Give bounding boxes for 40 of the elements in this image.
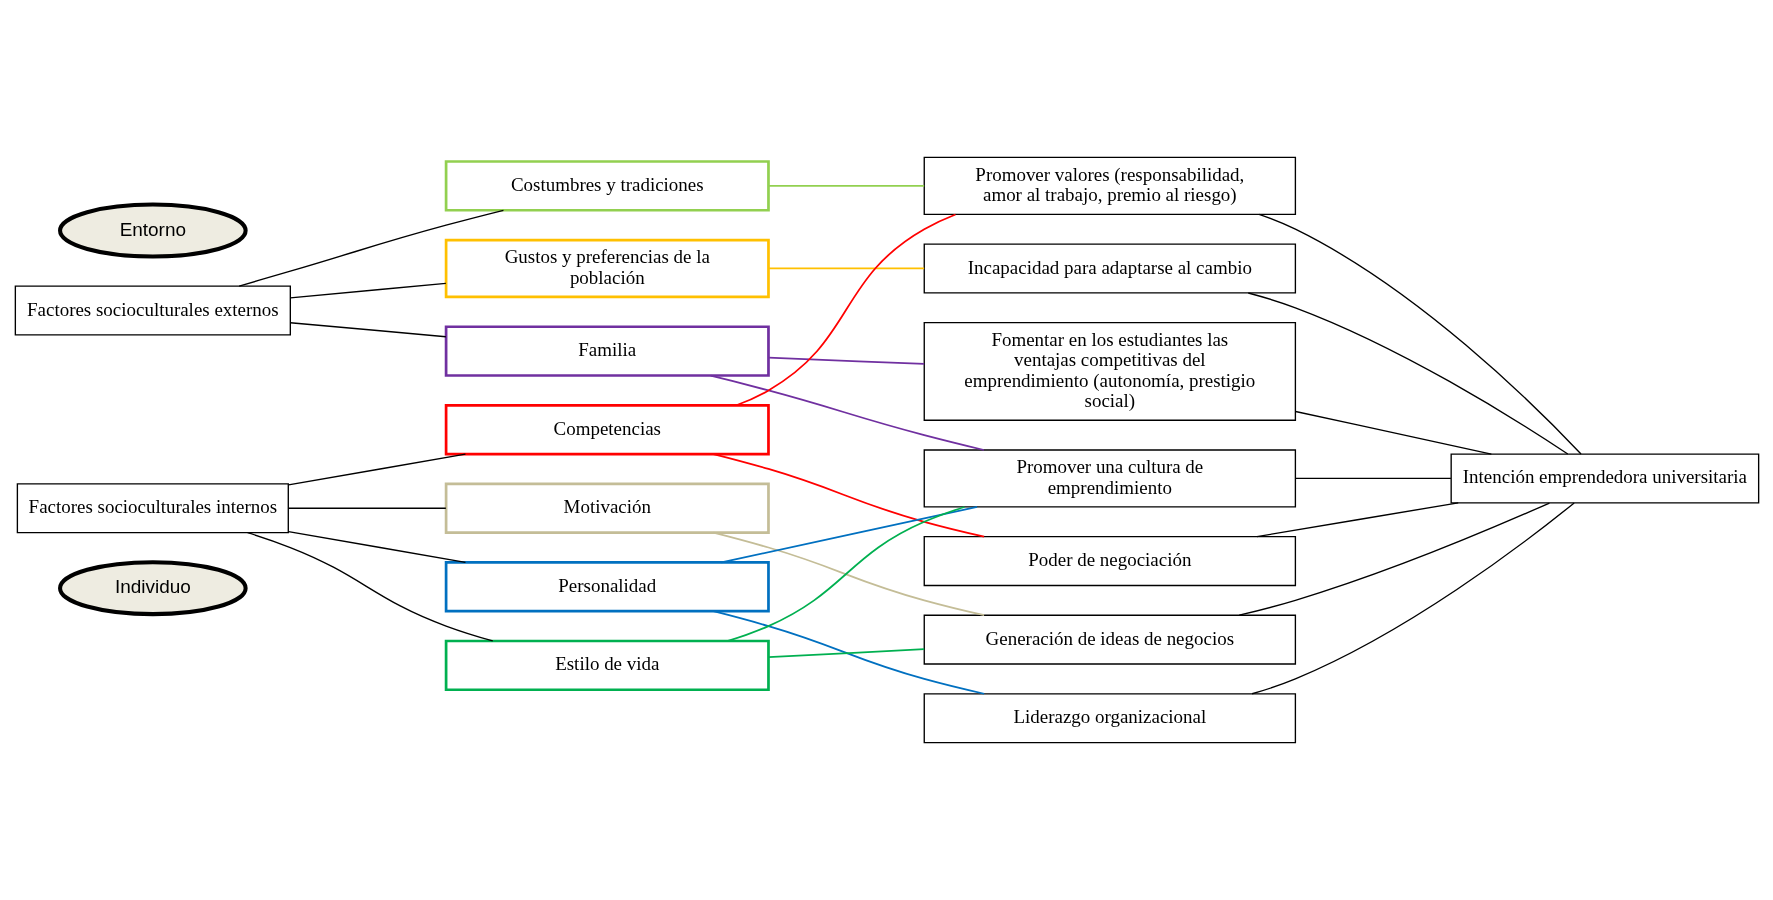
node-box: Incapacidad para adaptarse al cambio xyxy=(923,243,1296,294)
node-box: Promover valores (responsabilidad, amor al trabajo, premio al riesgo) xyxy=(923,156,1296,215)
connector xyxy=(735,213,956,407)
connector xyxy=(287,453,466,486)
connector xyxy=(767,185,925,187)
node-box: Intención emprendedora universitaria xyxy=(1450,453,1759,504)
node-box: Promover una cultura de emprendimiento xyxy=(923,449,1296,508)
node-box: Factores socioculturales internos xyxy=(16,483,289,534)
connector xyxy=(1238,502,1550,616)
connector xyxy=(712,610,985,695)
connector xyxy=(289,322,446,338)
node-box: Poder de negociación xyxy=(923,536,1296,587)
node-ellipse: Individuo xyxy=(57,560,248,617)
node-box: Liderazgo organizacional xyxy=(923,693,1296,744)
connector xyxy=(767,267,925,270)
connector xyxy=(767,356,925,365)
connector xyxy=(1294,477,1452,480)
connector xyxy=(238,209,504,287)
connector xyxy=(1294,410,1492,455)
connector xyxy=(767,648,925,658)
connector xyxy=(287,507,446,509)
node-box: Costumbres y tradiciones xyxy=(444,160,770,212)
node-box: Motivación xyxy=(444,482,770,534)
node-box: Factores socioculturales externos xyxy=(14,285,291,336)
connector xyxy=(712,531,985,617)
node-box: Estilo de vida xyxy=(444,639,770,692)
connector xyxy=(1255,502,1459,538)
node-box: Personalidad xyxy=(444,561,770,613)
node-ellipse: Entorno xyxy=(57,202,248,259)
connector xyxy=(1247,292,1568,455)
connector xyxy=(726,506,965,642)
connector xyxy=(289,282,446,299)
connector xyxy=(287,530,466,564)
connector xyxy=(720,506,978,564)
connector xyxy=(1250,502,1575,695)
node-box: Familia xyxy=(444,325,770,377)
node-box: Competencias xyxy=(444,403,770,456)
node-box: Gustos y preferencias de la población xyxy=(444,238,770,299)
node-box: Fomentar en los estudiantes las ventajas competitivas del emprendimiento (autonomía, prestigio social) xyxy=(923,322,1296,421)
node-box: Generación de ideas de negocios xyxy=(923,614,1296,665)
